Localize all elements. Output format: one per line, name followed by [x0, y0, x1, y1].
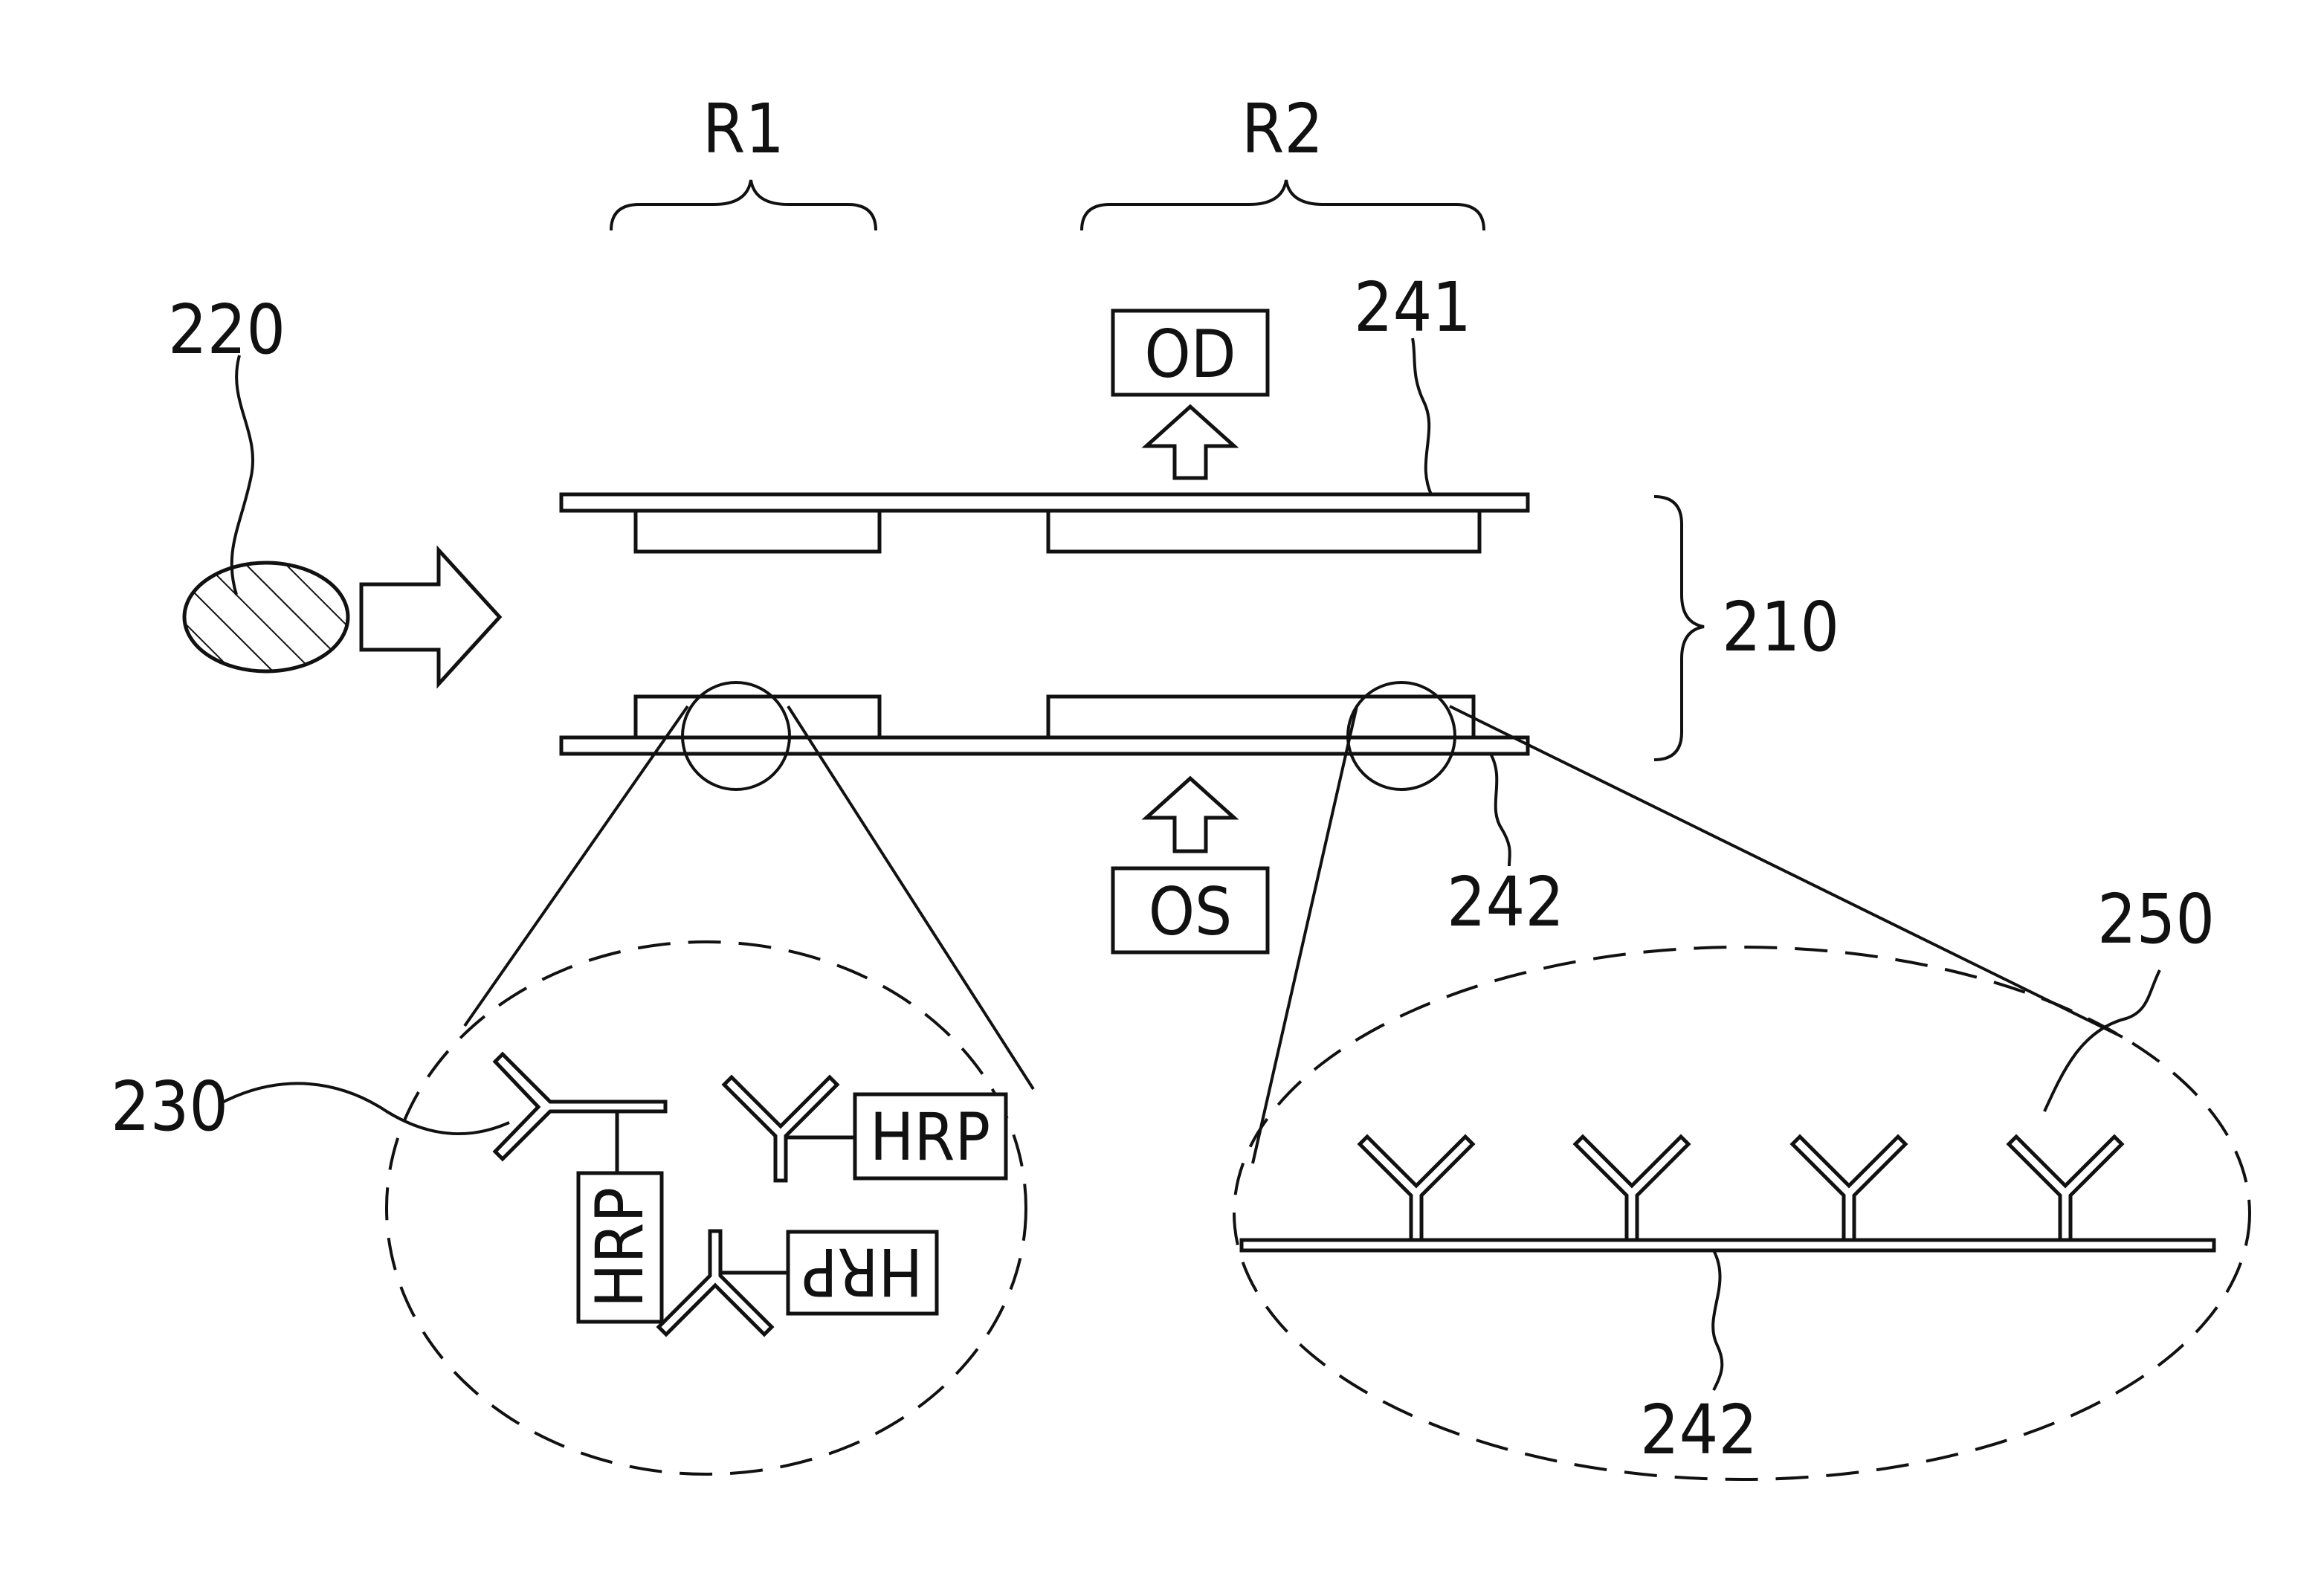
leader-241: [1413, 338, 1431, 494]
zoom-ellipse-left: [387, 942, 1026, 1474]
leader-250: [2044, 970, 2160, 1111]
capture-antibody-1: [1360, 1137, 1473, 1240]
brace-210: [1654, 497, 1704, 760]
label-r1: R1: [703, 89, 784, 169]
upper-plate-241: [561, 494, 1528, 511]
sample-220: [184, 563, 348, 671]
brace-r1: [611, 180, 876, 230]
capture-antibody-2: [1575, 1137, 1688, 1240]
hrp-label-vertical: HRP: [581, 1187, 658, 1308]
antibody-inverted: [659, 1231, 772, 1334]
leader-242-top: [1491, 754, 1510, 866]
capture-antibody-4: [2009, 1137, 2122, 1240]
leader-220: [232, 355, 253, 595]
lower-plate-242: [561, 737, 1528, 754]
capture-antibody-3: [1792, 1137, 1905, 1240]
upper-pad-r1: [636, 511, 879, 552]
flow-arrow: [361, 550, 500, 684]
arrow-up-to-od: [1146, 407, 1234, 478]
leader-230: [219, 1083, 509, 1134]
leader-242-bottom: [1713, 1250, 1722, 1390]
lower-pad-r1: [636, 697, 879, 737]
hrp-label-flipped: HRP: [802, 1233, 923, 1310]
zoom-line-left-b: [788, 706, 1033, 1089]
antibody-upright: [724, 1077, 837, 1181]
brace-r2: [1082, 180, 1484, 230]
label-r2: R2: [1242, 89, 1323, 169]
label-230: 230: [111, 1067, 228, 1146]
lower-pad-r2: [1048, 697, 1474, 737]
label-241: 241: [1354, 268, 1471, 347]
label-242-top: 242: [1447, 862, 1564, 942]
antibody-230: [495, 1054, 665, 1159]
os-label: OS: [1149, 874, 1233, 950]
arrow-up-from-os: [1146, 778, 1234, 851]
label-220: 220: [168, 290, 285, 369]
label-210: 210: [1722, 587, 1839, 667]
od-label: OD: [1144, 316, 1236, 393]
label-242-bottom: 242: [1640, 1390, 1757, 1470]
hrp-label-right: HRP: [870, 1099, 990, 1175]
upper-pad-r2: [1048, 511, 1479, 552]
label-250: 250: [2097, 879, 2215, 959]
